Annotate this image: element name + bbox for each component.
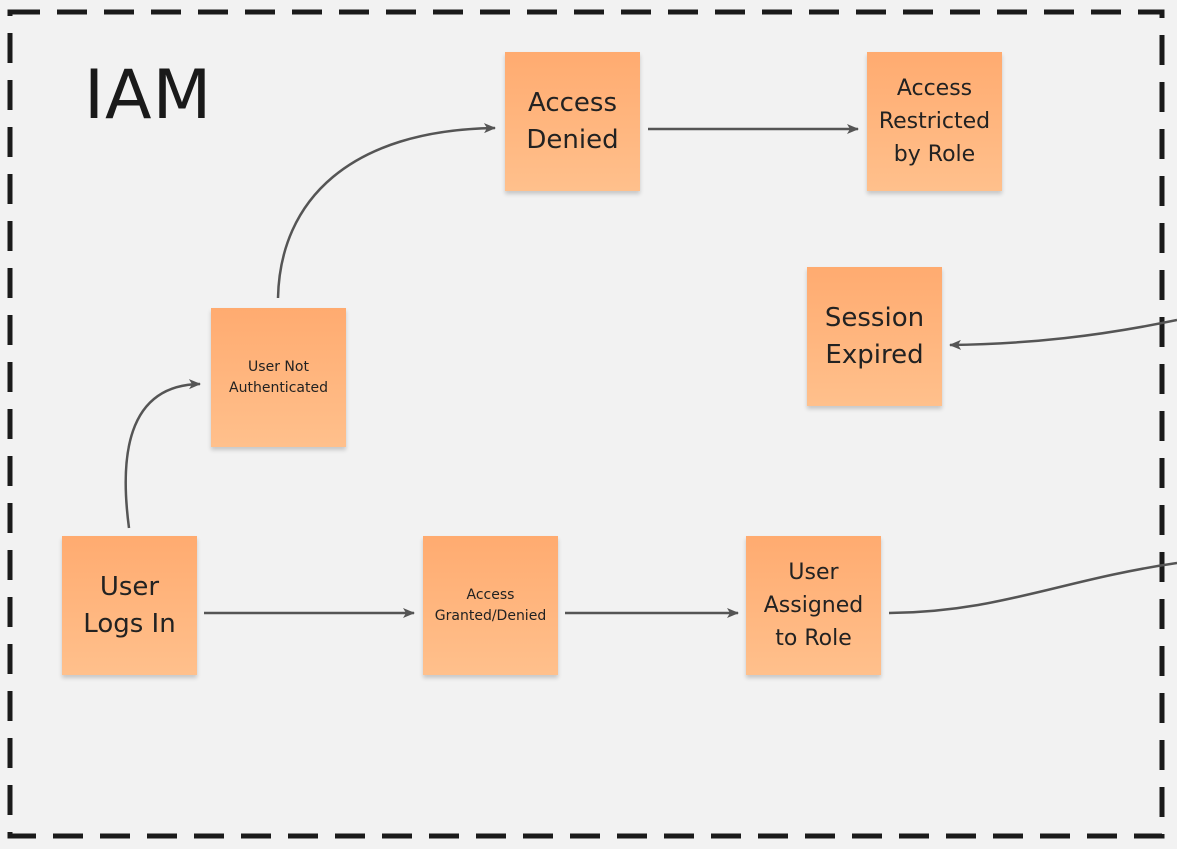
sticky-user-assigned-to-role[interactable]: User Assigned to Role (746, 536, 881, 675)
iam-frame-border (7, 9, 1165, 839)
arrow-assigned-role-outgoing[interactable] (888, 561, 1177, 615)
sticky-session-expired[interactable]: Session Expired (807, 267, 942, 406)
sticky-user-not-authenticated[interactable]: User Not Authenticated (211, 308, 346, 447)
sticky-access-denied[interactable]: Access Denied (505, 52, 640, 191)
frame-title: IAM (84, 56, 213, 135)
sticky-access-granted-denied[interactable]: Access Granted/Denied (423, 536, 558, 675)
sticky-access-restricted-by-role[interactable]: Access Restricted by Role (867, 52, 1002, 191)
arrow-not-authenticated-to-access-denied[interactable] (276, 123, 496, 299)
sticky-user-logs-in[interactable]: User Logs In (62, 536, 197, 675)
arrow-login-to-not-authenticated[interactable] (124, 379, 201, 529)
arrow-incoming-to-session-expired[interactable] (949, 318, 1177, 350)
